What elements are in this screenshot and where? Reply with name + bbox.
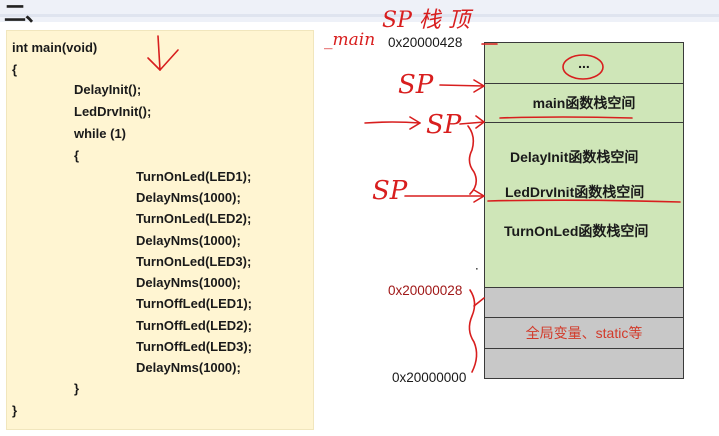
code-line: DelayNms(1000); <box>136 360 241 375</box>
memory-gray-cell-2 <box>484 348 684 379</box>
sp-note-2: SP <box>426 110 462 140</box>
ink-bottom-mark <box>473 297 485 307</box>
slide-top-strip <box>0 14 719 17</box>
sp-note-3: SP <box>372 176 408 206</box>
ink-arrow-2-extend-head <box>475 115 485 129</box>
code-line: DelayNms(1000); <box>136 233 241 248</box>
ink-arrow-2-extend <box>459 121 485 125</box>
stack-top-ellipsis: ... <box>578 55 590 71</box>
code-line: LedDrvInit(); <box>74 104 152 119</box>
static-area-label: 全局变量、static等 <box>525 325 643 341</box>
address-ram-base: 0x20000000 <box>392 370 467 385</box>
sp-stack-top-note: SP 栈 顶 <box>382 8 470 33</box>
stack-frames-block <box>484 122 684 288</box>
stack-frame-turnonled: TurnOnLed函数栈空间 <box>504 223 649 239</box>
code-line: TurnOffLed(LED3); <box>136 339 253 354</box>
code-line: { <box>74 148 80 163</box>
code-line: while (1) <box>74 126 127 141</box>
ink-circle-ellipsis <box>562 54 604 80</box>
ink-arrow-2-tail <box>364 121 421 124</box>
code-line: TurnOnLed(LED2); <box>136 211 252 226</box>
code-line: } <box>74 381 80 396</box>
code-line: TurnOffLed(LED2); <box>136 318 253 333</box>
ink-arrow-main <box>439 84 485 87</box>
code-line: { <box>12 62 18 77</box>
sp-note-1: SP <box>398 70 434 100</box>
code-line: DelayNms(1000); <box>136 275 241 290</box>
main-note: _main <box>324 30 376 50</box>
ink-arrow-main-head <box>473 79 485 93</box>
code-line: DelayNms(1000); <box>136 190 241 205</box>
code-line: TurnOffLed(LED1); <box>136 296 253 311</box>
ink-underline-leddrvinit <box>487 199 681 203</box>
stack-frame-delayinit: DelayInit函数栈空间 <box>510 149 639 165</box>
code-line: TurnOnLed(LED1); <box>136 169 252 184</box>
static-area-cell: 全局变量、static等 <box>484 317 684 349</box>
ink-curly-brace <box>467 125 478 195</box>
section-heading-glyph: 二、 <box>4 1 47 26</box>
code-line: DelayInit(); <box>74 82 142 97</box>
code-line: } <box>12 403 18 418</box>
ink-down-arrow <box>157 35 161 71</box>
address-stack-bottom: 0x20000028 <box>388 283 463 298</box>
ink-bottom-brace <box>468 289 478 373</box>
code-line: TurnOnLed(LED3); <box>136 254 252 269</box>
slide-top-bar: 二、 <box>0 0 719 26</box>
dot-mark <box>476 268 478 270</box>
ink-down-arrow-head <box>147 49 179 71</box>
stack-frame-leddrvinit: LedDrvInit函数栈空间 <box>505 184 645 200</box>
ink-arrow-3-head <box>473 189 485 203</box>
code-line: int main(void) <box>12 40 98 55</box>
ink-underline-main <box>499 116 633 119</box>
code-listing-panel <box>6 30 314 430</box>
stack-frame-main-label: main函数栈空间 <box>532 95 636 111</box>
address-top: 0x20000428 <box>388 35 463 50</box>
ink-arrow-2-head <box>409 116 421 130</box>
